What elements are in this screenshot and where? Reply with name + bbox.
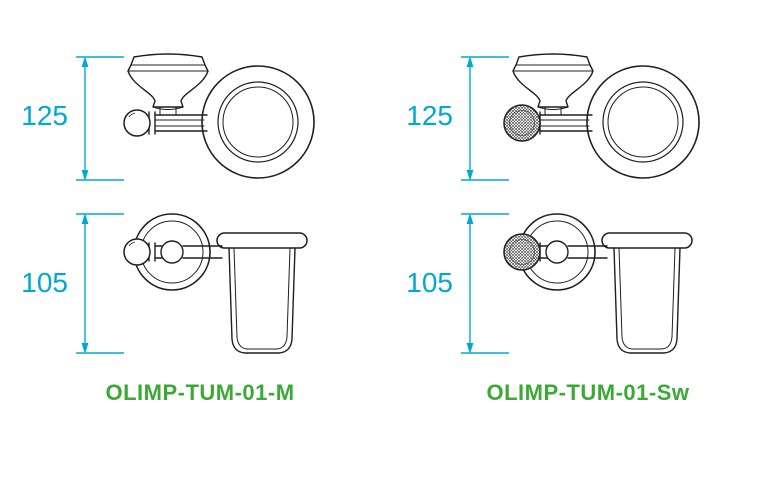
right-dimension-value-bottom: 105 <box>406 267 453 298</box>
right-top-ball <box>503 104 541 142</box>
right-bottom-ball <box>503 233 541 271</box>
left-dimension-value-top: 125 <box>21 100 68 131</box>
left-dimension-line-bottom <box>75 212 125 355</box>
left-bottom-ball <box>123 238 151 266</box>
left-dimension-line-top <box>75 55 125 182</box>
left-product-code: OLIMP-TUM-01-M <box>105 380 294 405</box>
left-top-view <box>127 53 315 179</box>
right-product-code: OLIMP-TUM-01-Sw <box>486 380 689 405</box>
right-dimension-value-top: 125 <box>406 100 453 131</box>
right-dimension-line-bottom <box>460 212 510 355</box>
right-top-view <box>512 53 700 179</box>
right-dimension-line-top <box>460 55 510 182</box>
right-front-view <box>518 213 693 354</box>
left-top-ball <box>123 109 151 137</box>
left-front-view <box>133 213 308 354</box>
left-dimension-value-bottom: 105 <box>21 267 68 298</box>
